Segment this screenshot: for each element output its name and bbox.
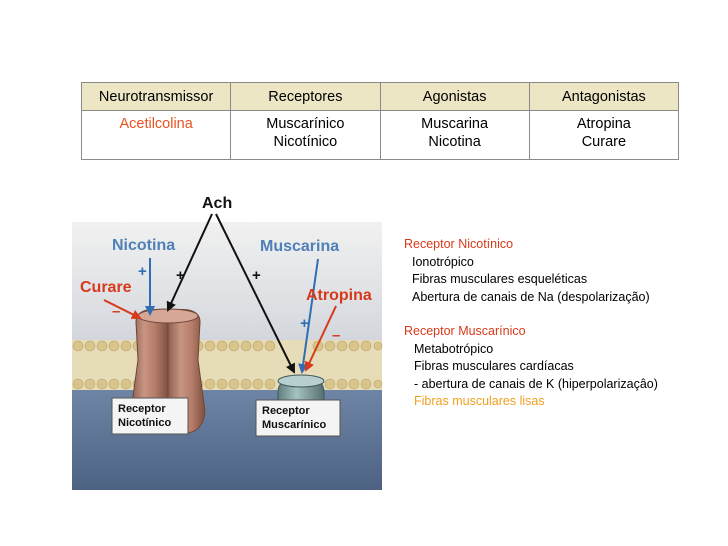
atropina-label: Atropina [306,287,372,304]
nicotinic-item-skeletal: Fibras musculares esqueléticas [412,272,588,286]
muscarinic-receptor-title: Receptor Muscarínico [404,324,526,338]
muscarina-label: Muscarina [260,238,339,255]
curare-label: Curare [80,279,132,296]
nicotinic-label-line2: Nicotínico [118,417,171,429]
agonist-nicotina: Nicotina [428,134,481,150]
header-antagonistas: Antagonistas [528,82,680,111]
nicotinic-item-ionotropic: Ionotrópico [412,254,474,269]
nicotina-plus: + [138,263,147,280]
muscarinic-item-smooth: Fibras musculares lisas [414,394,545,408]
cell-agonists: Muscarina Nicotina [379,110,530,160]
header-neurotransmissor: Neurotransmissor [80,82,232,111]
nicotina-label: Nicotina [112,237,175,254]
receptor-description-panel: Receptor Nicotínico Ionotrópico Fibras m… [404,236,724,411]
cell-antagonists: Atropina Curare [528,110,680,160]
ach-plus-left: + [176,267,185,284]
neurotransmitter-name: Acetilcolina [119,116,193,132]
atropina-arrow [304,305,337,372]
nicotinic-label-line1: Receptor [118,403,166,415]
atropina-minus: – [332,327,340,344]
muscarinic-label-box [255,399,341,437]
cell-membrane [72,340,383,390]
muscarinic-item-metabotropic: Metabotrópico [414,341,494,356]
table-header-row: Neurotransmissor Receptores Agonistas An… [80,82,680,111]
antagonist-curare: Curare [581,134,627,150]
muscarinic-item-k-channels: - abertura de canais de K (hiperpolariza… [414,376,658,391]
ach-plus-right: + [252,267,261,284]
curare-arrow [103,299,142,319]
nicotinic-label-box [111,397,189,435]
nicotinic-item-na-channels: Abertura de canais de Na (despolarização… [412,289,650,304]
agonist-muscarina: Muscarina [421,116,489,132]
neurotransmitter-table: Neurotransmissor Receptores Agonistas An… [80,82,680,160]
ach-arrow-to-nicotinic [166,213,213,312]
muscarinic-label-line1: Receptor [262,405,310,417]
muscarinic-item-cardiac: Fibras musculares cardíacas [414,359,574,373]
muscarina-arrow [298,258,319,374]
muscarina-plus: + [300,315,309,332]
header-receptores: Receptores [230,82,381,111]
ach-label: Ach [202,195,232,212]
receptor-muscarinic-cell: Muscarínico [266,116,345,132]
ach-arrow-to-muscarinic [215,213,295,374]
table-row: Acetilcolina Muscarínico Nicotínico Musc… [80,110,680,160]
curare-minus: – [112,303,120,320]
muscarinic-label-line2: Muscarínico [262,419,326,431]
antagonist-atropina: Atropina [576,116,631,132]
extracellular-space [72,222,382,342]
cell-neurotransmitter: Acetilcolina [80,110,232,160]
cell-receptors: Muscarínico Nicotínico [230,110,381,160]
nicotinic-receptor-title: Receptor Nicotínico [404,237,514,251]
receptor-nicotinic-cell: Nicotínico [273,134,338,150]
